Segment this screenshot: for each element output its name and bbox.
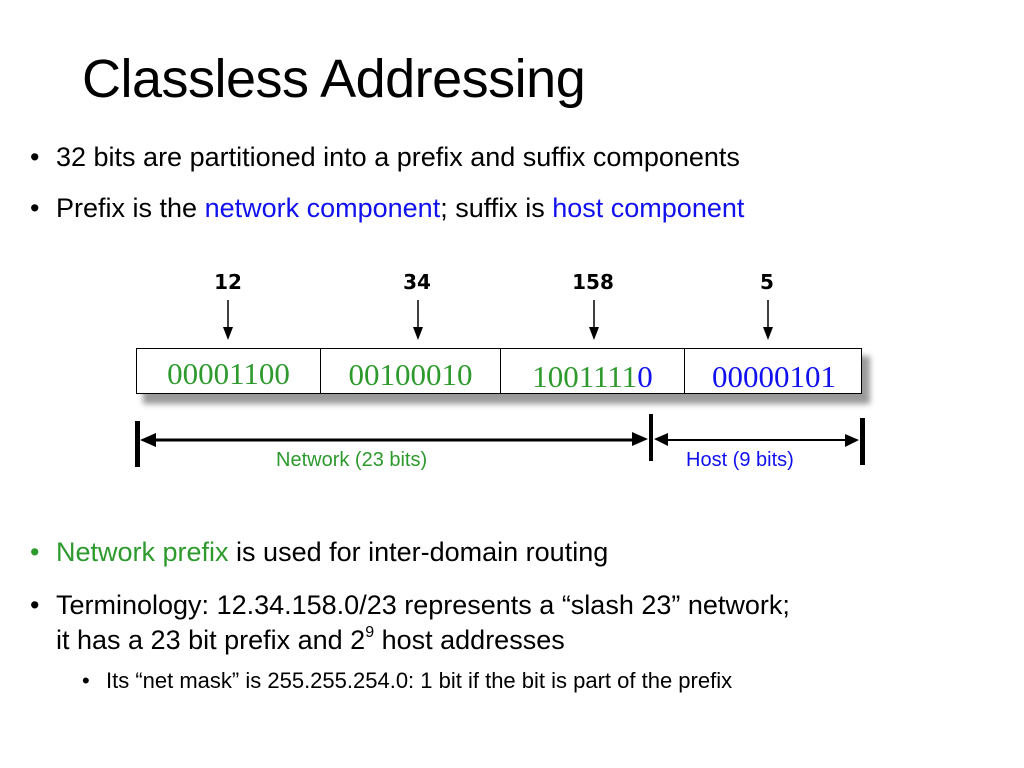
bullet-dot: •: [30, 537, 40, 567]
bullet-dot: •: [30, 590, 40, 620]
octet-decimal-1: 12: [214, 270, 242, 294]
bullet-dot: •: [30, 142, 40, 172]
binary-octet-4: 00000101: [684, 349, 863, 394]
host-span-left-head: [654, 433, 668, 446]
sub-bullet-text: Its “net mask” is 255.255.254.0: 1 bit i…: [106, 668, 733, 693]
network-component-highlight: network component: [204, 193, 441, 223]
network-host-divider-bar: [649, 414, 653, 461]
octet-decimal-3: 158: [572, 270, 614, 294]
network-start-bar: [135, 421, 140, 467]
binary-octet-2: 00100010: [320, 349, 500, 393]
host-span-right-head: [845, 434, 859, 447]
bullet-dot: •: [30, 193, 40, 223]
text-segment: it has a 23 bit prefix and 2: [56, 625, 366, 655]
bullet-text-line1: Terminology: 12.34.158.0/23 represents a…: [56, 590, 790, 620]
host-component-highlight: host component: [552, 193, 745, 223]
host-bits-label: Host (9 bits): [686, 449, 794, 471]
arrowhead-octet-1: [223, 327, 233, 340]
arrowhead-octet-4: [763, 327, 773, 340]
address-binary-box: 00001100 00100010 10011110 00000101: [136, 348, 862, 394]
binary-octet-3: 10011110: [500, 349, 684, 394]
bullet-text-line2: it has a 23 bit prefix and 29 host addre…: [56, 623, 565, 657]
sub-bullet-dot: •: [82, 668, 90, 693]
text-segment: Prefix is the: [56, 193, 205, 223]
text-segment: ; suffix is: [440, 193, 553, 223]
network-span-right-head: [632, 432, 648, 446]
binary-octet-1: 00001100: [167, 356, 290, 391]
network-prefix-highlight: Network prefix: [56, 537, 229, 567]
bullet-text: Prefix is the network component; suffix …: [56, 191, 744, 225]
octet-decimal-4: 5: [760, 270, 774, 294]
bullet-text: Network prefix is used for inter-domain …: [56, 535, 608, 569]
binary-network-bits: 1001111: [532, 359, 638, 394]
arrowhead-octet-2: [413, 327, 423, 340]
arrowhead-octet-3: [589, 327, 599, 340]
binary-host-bit: 0: [637, 359, 653, 394]
exponent: 9: [365, 624, 375, 641]
network-span-left-head: [140, 433, 156, 447]
host-end-bar: [860, 418, 865, 465]
text-segment: is used for inter-domain routing: [228, 537, 609, 567]
slide-title: Classless Addressing: [82, 49, 586, 109]
octet-decimal-2: 34: [403, 270, 431, 294]
bullet-text: 32 bits are partitioned into a prefix an…: [56, 142, 740, 172]
network-bits-label: Network (23 bits): [276, 449, 428, 471]
text-segment: host addresses: [374, 625, 565, 655]
